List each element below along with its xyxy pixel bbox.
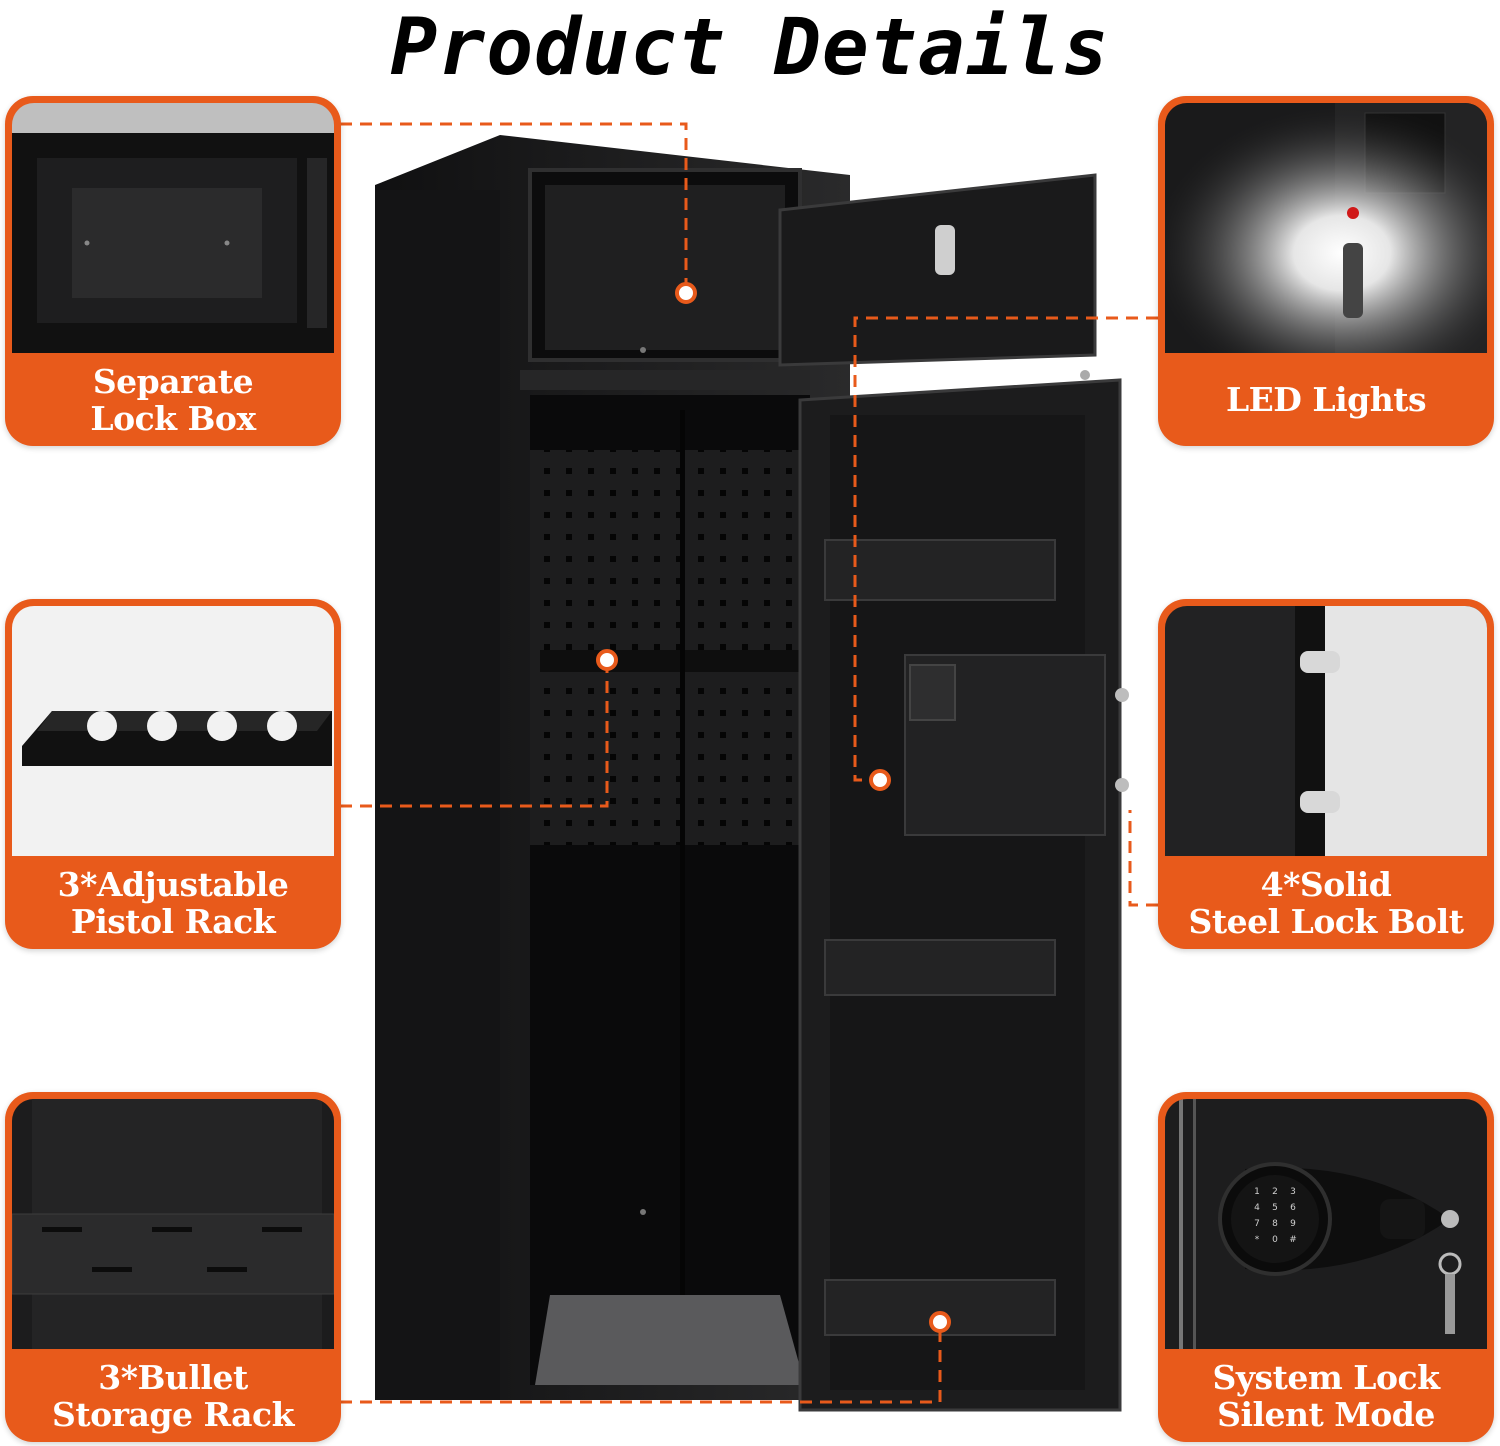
lock-bolt-photo <box>1165 606 1487 856</box>
keypad-key: 7 <box>1254 1219 1260 1229</box>
feature-card-bullet-rack: 3*Bullet Storage Rack <box>5 1092 341 1442</box>
bullet-rack-photo <box>12 1099 334 1349</box>
feature-label: System Lock Silent Mode <box>1212 1357 1440 1434</box>
feature-card-lock-bolt: 4*Solid Steel Lock Bolt <box>1158 599 1494 949</box>
keypad-key: * <box>1255 1235 1260 1245</box>
feature-card-system-lock: 1 2 3 4 5 6 7 8 9 * 0 # System Lock Silent Mode <box>1158 1092 1494 1442</box>
page-title: Product Details <box>390 3 1110 93</box>
keypad-key: # <box>1289 1235 1297 1245</box>
keypad-key: 9 <box>1290 1219 1296 1229</box>
feature-label: 3*Bullet Storage Rack <box>52 1357 294 1434</box>
feature-card-lock-box: Separate Lock Box <box>5 96 341 446</box>
feature-label: 3*Adjustable Pistol Rack <box>57 864 289 941</box>
feature-label: Separate Lock Box <box>90 361 256 438</box>
feature-label: LED Lights <box>1225 380 1427 419</box>
keypad-key: 4 <box>1254 1203 1260 1213</box>
feature-card-led-lights: LED Lights <box>1158 96 1494 446</box>
led-lights-photo <box>1165 103 1487 353</box>
keypad-key: 6 <box>1290 1203 1296 1213</box>
feature-label: 4*Solid Steel Lock Bolt <box>1188 864 1464 941</box>
feature-card-pistol-rack: 3*Adjustable Pistol Rack <box>5 599 341 949</box>
keypad-key: 8 <box>1272 1219 1278 1229</box>
keypad-lock-photo: 1 2 3 4 5 6 7 8 9 * 0 # <box>1165 1099 1487 1349</box>
keypad-key: 5 <box>1272 1203 1278 1213</box>
pistol-rack-photo <box>12 606 334 856</box>
lock-box-photo <box>12 103 334 353</box>
keypad-key: 3 <box>1290 1187 1296 1197</box>
keypad-key: 0 <box>1272 1235 1278 1245</box>
keypad-key: 2 <box>1272 1187 1278 1197</box>
gun-safe-illustration <box>375 135 1129 1412</box>
keypad-key: 1 <box>1254 1187 1260 1197</box>
